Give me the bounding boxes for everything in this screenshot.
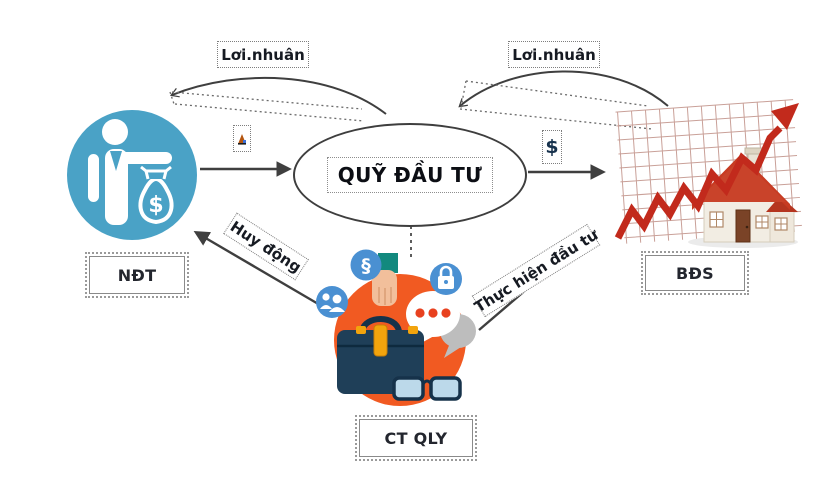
law-badge-symbol: §: [361, 255, 371, 277]
arrow-profit-to-investor: [169, 76, 387, 115]
house-icon: [688, 147, 798, 248]
dotted-guides: [169, 80, 653, 130]
money-bag-icon: $: [138, 165, 174, 225]
flow-label-profit-left: Lơi.nhuân: [217, 41, 309, 68]
fund-label: QUỸ ĐẦU TƯ: [326, 157, 494, 193]
person-icon: [88, 119, 172, 225]
flow-label-profit-right: Lơi.nhuân: [508, 41, 600, 68]
glasses-icon: [392, 376, 462, 401]
tie-icon: [110, 151, 122, 171]
growth-line-icon: [614, 103, 799, 240]
hand-icon: [372, 253, 398, 306]
money-flow-label: $: [542, 130, 562, 164]
law-badge-icon: §: [350, 249, 382, 281]
node-label-manager: CT QLY: [355, 415, 477, 461]
node-label-investor: NĐT: [85, 252, 189, 298]
node-label-real-estate: BĐS: [641, 251, 749, 295]
people-badge-icon: [316, 286, 348, 318]
fund-node: QUỸ ĐẦU TƯ: [293, 123, 527, 227]
investor-circle: [67, 110, 197, 240]
placeholder-glyph: [238, 133, 246, 145]
real-estate-graphic: [614, 99, 802, 248]
image-placeholder-icon: [233, 125, 251, 152]
investor-graphic: $: [67, 110, 197, 240]
arrow-profit-to-fund: [458, 70, 669, 108]
arrow-mobilize: [193, 231, 321, 307]
manager-graphic: §: [316, 249, 476, 406]
lock-badge-icon: [430, 263, 462, 295]
money-bag-symbol: $: [148, 193, 163, 218]
